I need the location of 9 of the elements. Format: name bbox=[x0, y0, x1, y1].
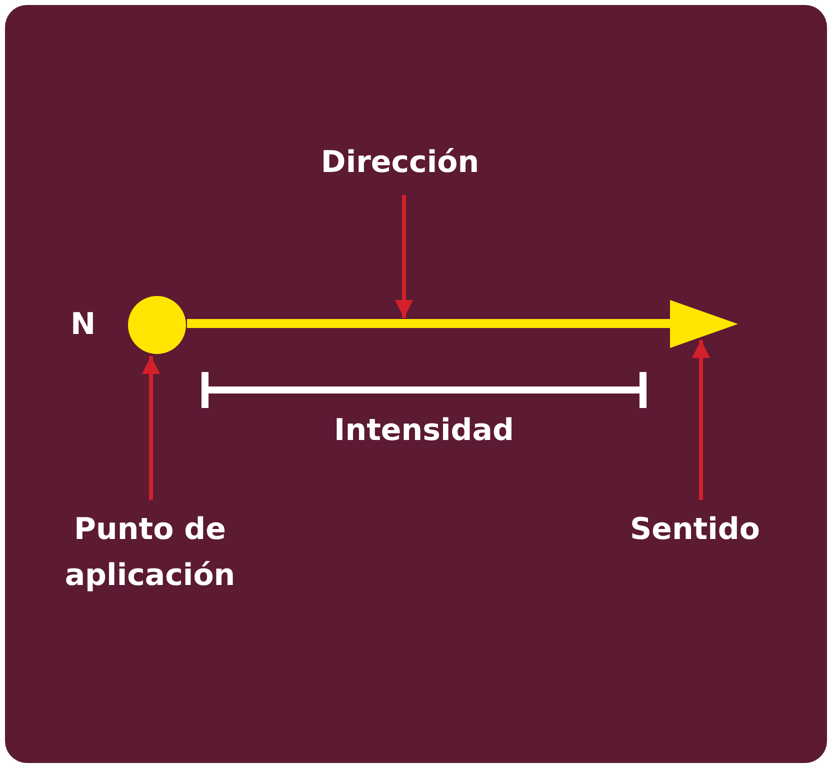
leader-arrow bbox=[692, 340, 710, 500]
point-letter: N bbox=[69, 306, 97, 344]
direction-label: Dirección bbox=[290, 140, 510, 186]
vector-shaft bbox=[187, 319, 670, 328]
direction-sense-label: Sentido bbox=[590, 507, 800, 553]
application-point-label: Punto de aplicación bbox=[20, 507, 280, 599]
magnitude-label: Intensidad bbox=[333, 412, 515, 450]
leader-arrow bbox=[395, 195, 413, 318]
leader-arrow bbox=[142, 356, 160, 500]
